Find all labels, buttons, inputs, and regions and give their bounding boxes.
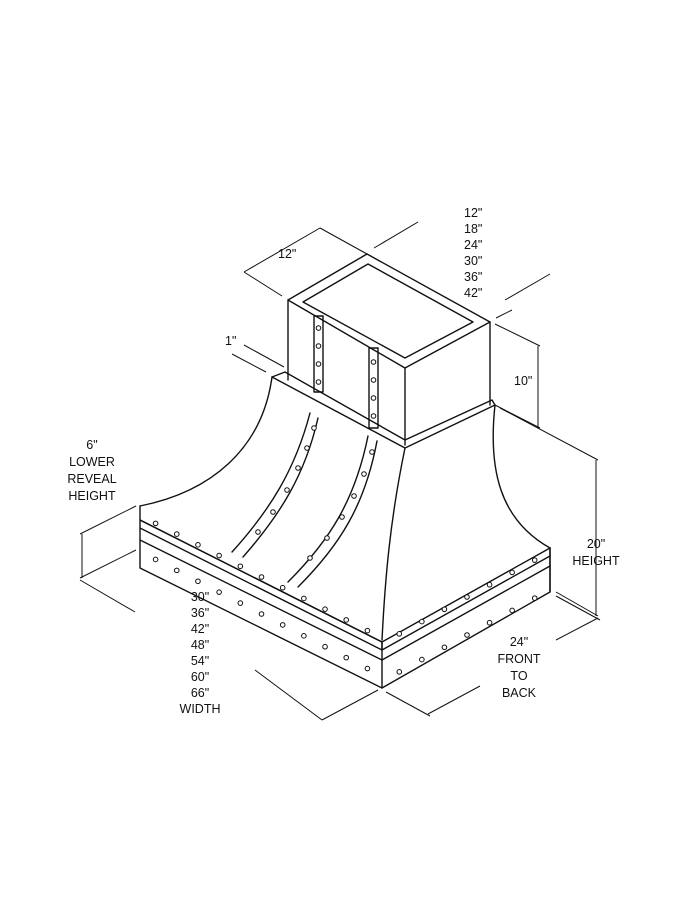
rivet — [284, 487, 290, 493]
lower-reveal-label: REVEAL — [67, 472, 116, 486]
width-label: 66" — [191, 686, 209, 700]
height-label: HEIGHT — [572, 554, 620, 568]
duct-width-label: 24" — [464, 238, 482, 252]
rivet — [279, 584, 286, 591]
duct-width-label: 36" — [464, 270, 482, 284]
rivet — [270, 509, 276, 515]
rivet — [216, 552, 222, 559]
width-label: 54" — [191, 654, 209, 668]
rivet — [307, 555, 313, 561]
width-label: 42" — [191, 622, 209, 636]
rivet — [315, 325, 322, 331]
rivet — [237, 600, 244, 606]
rivet — [364, 627, 371, 634]
rivet — [464, 594, 470, 600]
rivet — [315, 361, 322, 367]
lower-reveal-labels: 6" LOWER REVEAL HEIGHT — [67, 438, 116, 503]
rivet — [531, 557, 538, 563]
rivet — [301, 633, 307, 639]
lower-reveal-label: HEIGHT — [68, 489, 116, 503]
rivet — [152, 520, 159, 527]
rivet — [339, 514, 345, 520]
rivet — [531, 595, 538, 601]
duct-width-label: 18" — [464, 222, 482, 236]
front-to-back-labels: 24" FRONT TO BACK — [497, 635, 540, 700]
rivet — [152, 556, 159, 563]
rivet — [322, 606, 328, 612]
rivet — [369, 449, 375, 455]
width-label: 30" — [191, 590, 209, 604]
rivet — [464, 632, 470, 638]
duct-width-labels: 12" 18" 24" 30" 36" 42" — [464, 206, 482, 300]
rivet — [486, 619, 493, 626]
rivet — [304, 445, 310, 451]
rivet — [295, 465, 301, 471]
rivet — [441, 644, 448, 651]
rivet — [324, 535, 330, 541]
duct-width-label: 12" — [464, 206, 482, 220]
rivets — [152, 325, 538, 675]
rivet — [301, 595, 307, 602]
rivet — [237, 563, 244, 570]
duct-depth-label: 12" — [278, 247, 296, 261]
rivet — [195, 578, 201, 585]
dimension-lines — [79, 221, 601, 721]
rivet — [370, 395, 377, 401]
rivet — [396, 631, 403, 637]
rivet — [279, 622, 286, 628]
rivet — [370, 377, 377, 383]
rivet — [364, 665, 371, 672]
rivet — [361, 471, 367, 477]
width-label: 36" — [191, 606, 209, 620]
duct-height-label: 10" — [514, 374, 532, 388]
rivet — [351, 493, 357, 499]
rivet — [486, 581, 493, 588]
rivet — [419, 656, 425, 663]
rivet — [258, 574, 265, 580]
rivet — [509, 607, 515, 614]
rivet — [173, 531, 180, 537]
rivet — [216, 589, 222, 595]
front-to-back-label: FRONT — [497, 652, 540, 666]
duct-width-label: 30" — [464, 254, 482, 268]
lower-bands — [139, 505, 551, 689]
rivet — [255, 529, 261, 535]
rivet — [315, 379, 322, 385]
front-to-back-label: BACK — [502, 686, 537, 700]
rivet — [315, 343, 322, 349]
rivet — [195, 542, 201, 548]
rivet — [322, 643, 328, 650]
width-label: WIDTH — [180, 702, 221, 716]
height-label: 20" — [587, 537, 605, 551]
height-labels: 20" HEIGHT — [572, 537, 620, 568]
rivet — [343, 654, 350, 661]
rivet — [509, 569, 515, 576]
duct-width-label: 42" — [464, 286, 482, 300]
rivet — [258, 611, 265, 617]
top-reveal-label: 1" — [225, 334, 236, 348]
lower-reveal-label: 6" — [86, 438, 97, 452]
front-to-back-label: TO — [510, 669, 527, 683]
rivet — [370, 359, 377, 365]
rivet — [173, 567, 180, 574]
width-labels: 30" 36" 42" 48" 54" 60" 66" WIDTH — [180, 590, 221, 716]
rivet — [311, 425, 317, 431]
rivet — [419, 618, 425, 625]
lower-reveal-label: LOWER — [69, 455, 115, 469]
rivet — [441, 606, 448, 613]
duct-cover — [287, 253, 491, 446]
rivet — [343, 617, 350, 623]
width-label: 48" — [191, 638, 209, 652]
width-label: 60" — [191, 670, 209, 684]
rivet — [370, 413, 377, 419]
front-to-back-label: 24" — [510, 635, 528, 649]
rivet — [396, 669, 403, 675]
hood-body — [139, 371, 551, 641]
